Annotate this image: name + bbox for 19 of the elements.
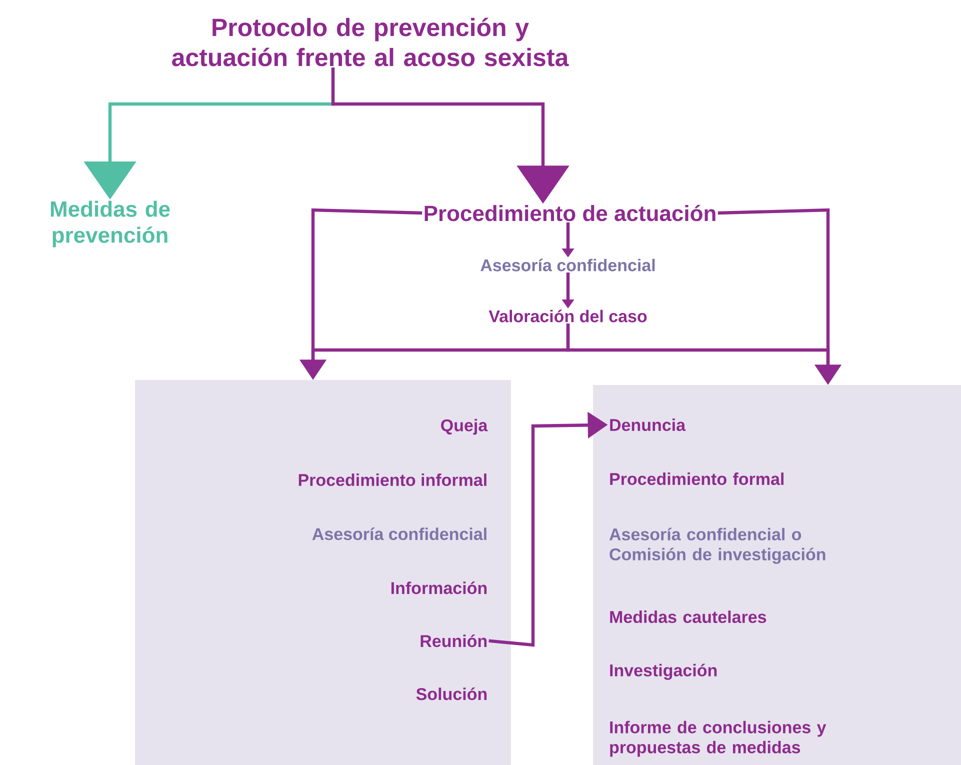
panel-box: [593, 385, 961, 765]
step-text: Asesoría confidencial: [480, 258, 655, 272]
item-text: Medidas cautelares: [610, 610, 766, 624]
item-text: Informe de conclusiones y propuestas de medidas: [610, 720, 826, 757]
item-text: Solución: [416, 687, 487, 700]
item-text: Denuncia: [610, 418, 686, 432]
heading-text: Medidas de prevención: [50, 200, 170, 248]
item-text: Queja: [441, 418, 488, 435]
title-text: Protocolo de prevención y actuación frente al acoso sexista: [172, 18, 569, 66]
item-text: Asesoría confidencial: [312, 527, 486, 540]
item-text: Investigación: [610, 664, 717, 680]
item-text: Asesoría confidencial o Comisión de investigación: [609, 528, 826, 564]
step-text: Valoración del caso: [488, 310, 647, 322]
item-text: Reunión: [420, 634, 487, 648]
heading-text: Procedimiento de actuación: [424, 204, 716, 222]
panel-box: [135, 380, 511, 765]
item-text: Procedimiento formal: [610, 472, 784, 486]
item-text: Procedimiento informal: [298, 474, 486, 486]
item-text: Información: [391, 581, 487, 594]
